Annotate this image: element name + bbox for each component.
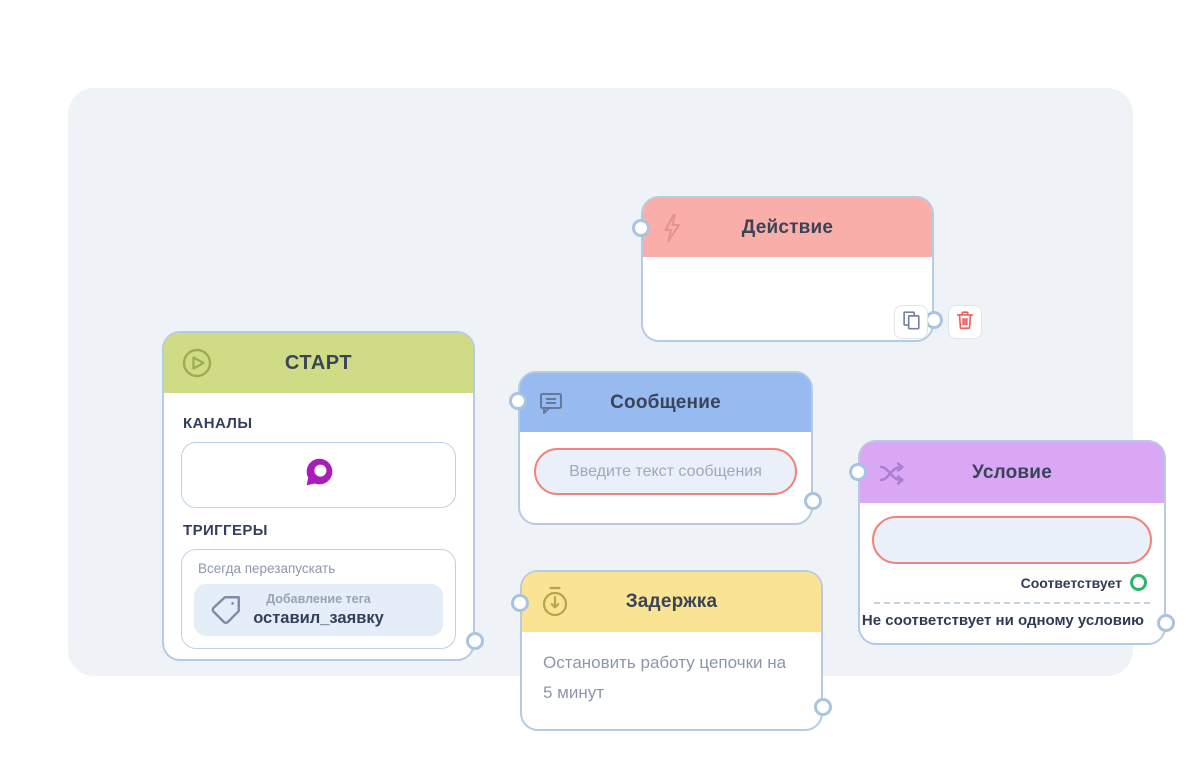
node-condition[interactable]: Условие Соответствует Не соответствует н… [849,440,1175,645]
no-match-branch-label: Не соответствует ни одному условию [861,612,1144,629]
node-start-body: КАНАЛЫ ТРИГГЕРЫ Всегда перез [164,393,473,649]
node-start[interactable]: СТАРТ КАНАЛЫ ТРИГГЕРЫ [162,331,484,661]
input-connector-dot[interactable] [632,219,650,237]
flow-canvas[interactable]: Действие СТАРТ КАНАЛЫ [68,88,1175,731]
node-action[interactable]: Действие [632,196,943,342]
channels-label: КАНАЛЫ [183,415,253,432]
node-start-title: СТАРТ [284,351,353,374]
shuffle-icon [876,457,912,489]
node-delay[interactable]: Задержка Остановить работу цепочки на 5 … [511,570,832,731]
input-connector-dot[interactable] [849,463,867,481]
match-connector-dot[interactable] [1130,574,1147,591]
trigger-tag-row[interactable]: Добавление тега оставил_заявку [194,584,443,636]
trigger-settings-box[interactable]: Всегда перезапускать Добавление тега ост… [181,549,456,649]
stopwatch-icon [538,584,572,620]
input-connector-dot[interactable] [509,392,527,410]
node-action-title: Действие [741,216,834,238]
node-start-header[interactable]: СТАРТ [164,333,473,393]
match-branch-label: Соответствует [1020,574,1122,591]
node-condition-title: Условие [972,461,1052,483]
branch-divider [874,602,1150,604]
node-message-header[interactable]: Сообщение [520,373,811,432]
tag-icon [208,592,244,628]
triggers-label: ТРИГГЕРЫ [183,522,268,539]
input-connector-dot[interactable] [511,594,529,612]
no-match-connector-dot[interactable] [1157,614,1175,632]
restart-option-label: Всегда перезапускать [198,561,336,576]
node-condition-header[interactable]: Условие [860,442,1164,503]
output-connector-dot[interactable] [804,492,822,510]
play-icon [180,346,214,380]
output-connector-dot[interactable] [466,632,484,650]
channel-selector[interactable] [181,442,456,508]
trigger-tag-value: оставил_заявку [253,609,384,627]
message-text-input[interactable] [534,448,797,495]
trigger-tag-label: Добавление тега [266,592,371,606]
duplicate-node-button[interactable] [894,305,928,339]
node-delay-header[interactable]: Задержка [522,572,821,632]
node-action-header[interactable]: Действие [643,198,932,257]
condition-value-input[interactable] [872,516,1152,564]
chatra-logo-icon [300,455,338,496]
trash-icon [954,309,976,336]
node-message[interactable]: Сообщение [509,371,822,525]
delete-node-button[interactable] [948,305,982,339]
node-message-title: Сообщение [610,391,721,413]
lightning-icon [659,213,685,243]
copy-icon [900,309,922,336]
output-connector-dot[interactable] [814,698,832,716]
chat-bubble-icon [536,388,566,418]
node-delay-title: Задержка [625,591,718,612]
delay-description: Остановить работу цепочки на 5 минут [543,653,787,702]
